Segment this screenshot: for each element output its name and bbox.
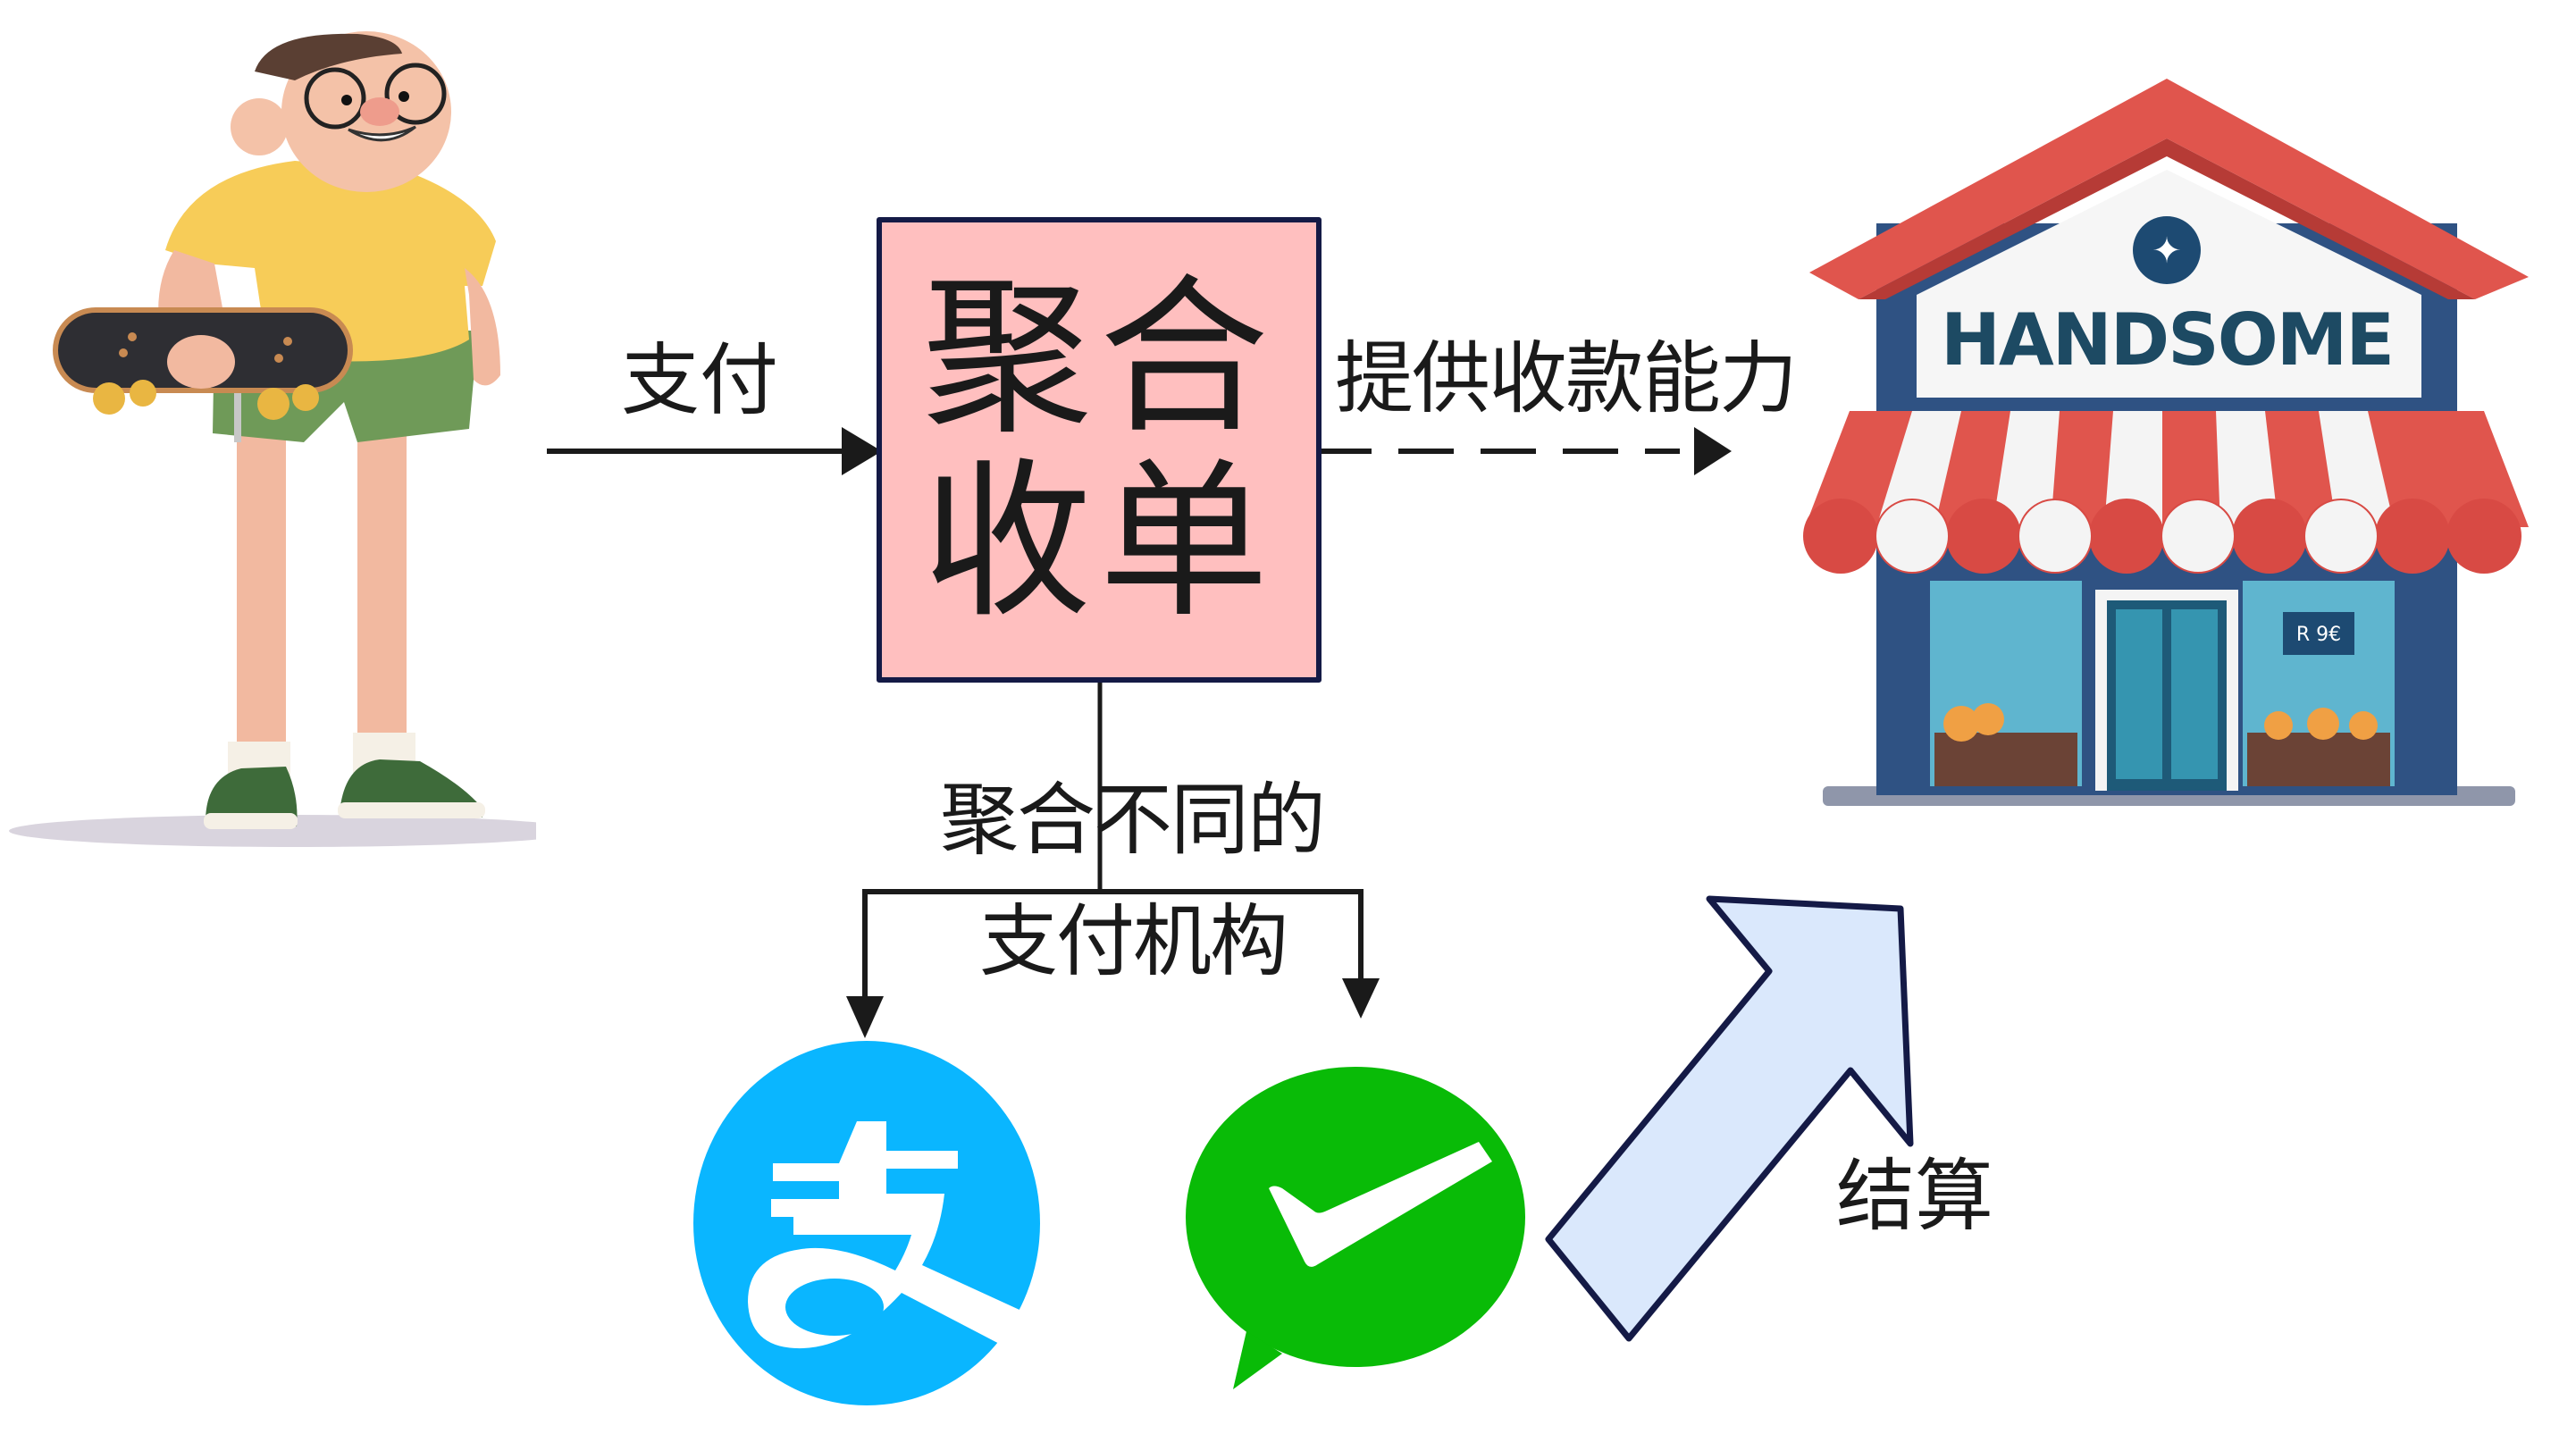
provide-capability-arrow	[1316, 427, 1732, 475]
pay-label: 支付	[621, 334, 779, 426]
aggregate-label-line2: 支付机构	[979, 895, 1288, 987]
aggregator-label-line2: 收单	[921, 442, 1276, 641]
aggregate-label-line1: 聚合不同的	[940, 774, 1326, 866]
customer-icon	[9, 31, 536, 847]
merchant-store-icon: ✦ HANDSOME R 9€	[1803, 79, 2529, 806]
store-sign-text: HANDSOME	[1941, 298, 2393, 382]
wechat-pay-icon	[1186, 1067, 1525, 1389]
arrow-to-alipay	[846, 996, 884, 1038]
svg-text:✦: ✦	[2152, 231, 2182, 272]
pay-arrow	[547, 427, 882, 475]
aggregator-label-line1: 聚合	[921, 259, 1276, 457]
aggregate-branch-lines	[846, 677, 1380, 1038]
aggregator-node: 聚合 收单	[877, 217, 1322, 683]
settlement-block-arrow	[1545, 895, 1914, 1342]
arrow-to-wechat	[1342, 978, 1380, 1019]
window-sign-text: R 9€	[2296, 624, 2341, 646]
alipay-icon	[693, 1041, 1042, 1405]
provide-capability-label: 提供收款能力	[1335, 332, 1798, 424]
settlement-label: 结算	[1836, 1150, 1994, 1242]
